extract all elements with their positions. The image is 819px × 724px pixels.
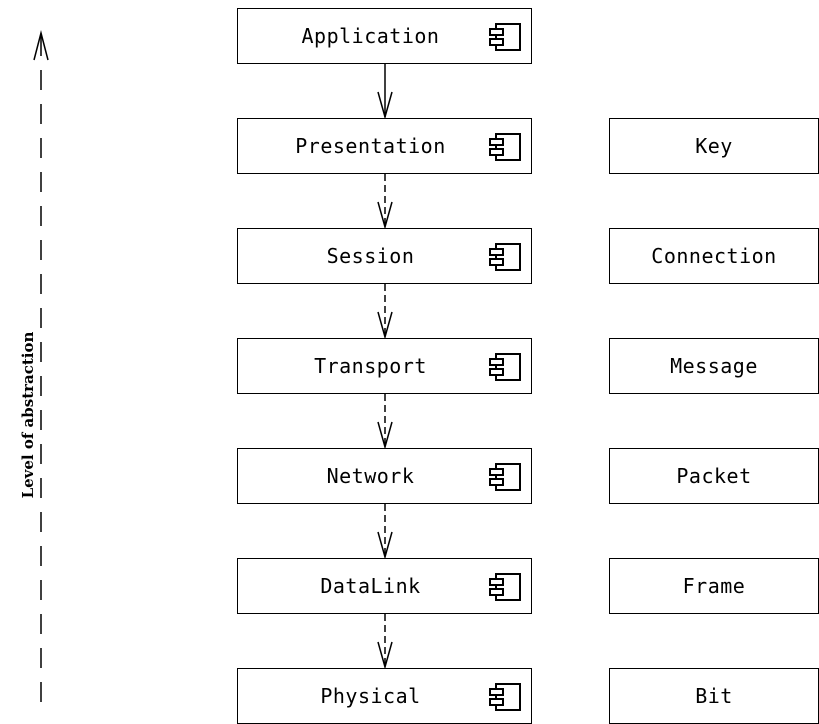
unit-box-bit: Bit [609,668,819,724]
abstraction-axis [33,30,49,714]
layer-box-datalink: DataLink [237,558,532,614]
axis-label-text: Level of abstraction [19,331,37,499]
component-icon [489,573,521,601]
unit-box-frame: Frame [609,558,819,614]
layer-box-physical: Physical [237,668,532,724]
component-icon [489,683,521,711]
component-icon [489,243,521,271]
flow-arrow [377,614,393,670]
unit-box-packet: Packet [609,448,819,504]
layer-box-transport: Transport [237,338,532,394]
layer-label: Network [326,464,415,488]
layer-label: Session [326,244,415,268]
unit-label: Frame [682,574,746,598]
unit-box-message: Message [609,338,819,394]
flow-arrow [377,64,393,120]
unit-label: Message [670,354,758,378]
component-icon [489,463,521,491]
component-icon [489,353,521,381]
layer-label: DataLink [320,574,421,598]
flow-arrow [377,284,393,340]
layer-label: Presentation [295,134,446,158]
axis-arrowhead [33,30,49,61]
unit-label: Key [695,134,733,158]
unit-box-connection: Connection [609,228,819,284]
layer-box-network: Network [237,448,532,504]
axis-label: Level of abstraction [8,305,48,525]
layer-box-presentation: Presentation [237,118,532,174]
unit-label: Connection [651,244,777,268]
flow-arrow [377,174,393,230]
layer-label: Transport [314,354,427,378]
component-icon [489,23,521,51]
layer-label: Physical [320,684,421,708]
layer-arrows [377,64,393,670]
layer-box-application: Application [237,8,532,64]
flow-arrow [377,394,393,450]
layer-label: Application [301,24,440,48]
layer-box-session: Session [237,228,532,284]
component-icon [489,133,521,161]
flow-arrow [377,504,393,560]
unit-box-key: Key [609,118,819,174]
unit-label: Bit [695,684,733,708]
unit-label: Packet [676,464,752,488]
